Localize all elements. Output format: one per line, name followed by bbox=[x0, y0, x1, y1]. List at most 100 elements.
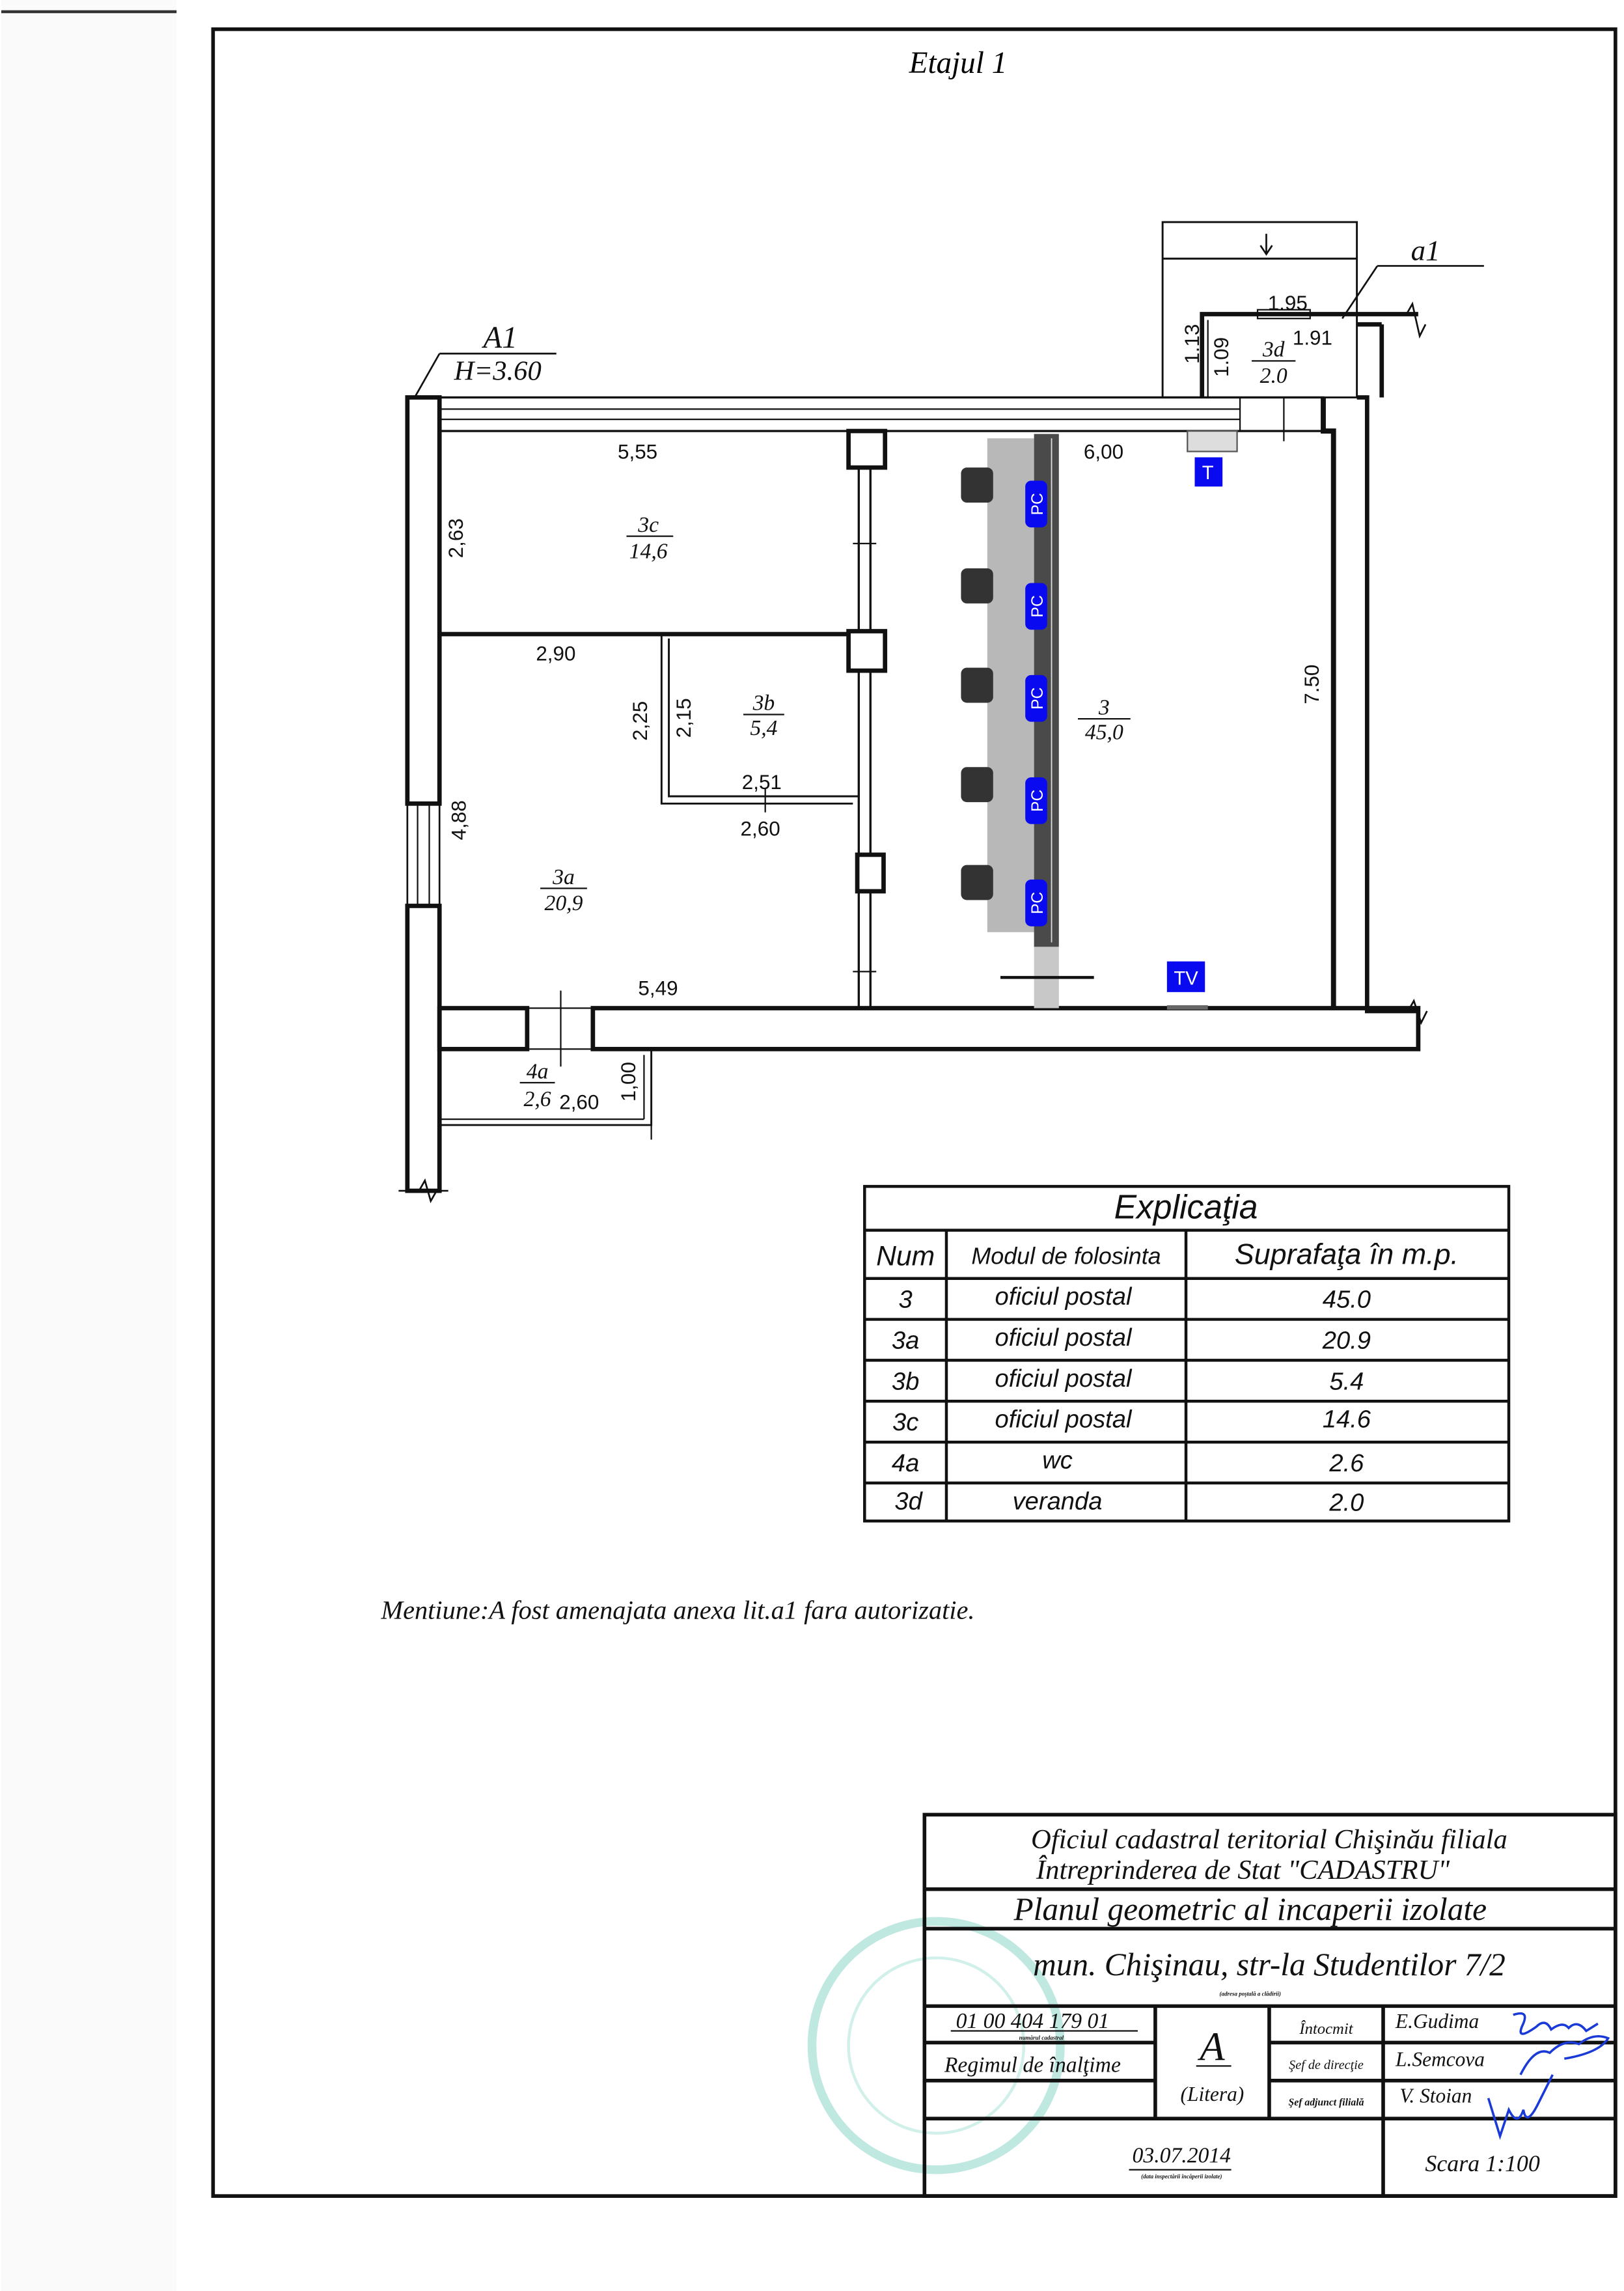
office-line2: Întreprinderea de Stat "CADASTRU" bbox=[1036, 1855, 1450, 1885]
room-num: 3 bbox=[1098, 695, 1110, 719]
name: E.Gudima bbox=[1395, 2010, 1479, 2033]
dim: 5,55 bbox=[618, 441, 657, 464]
dim: 2,60 bbox=[559, 1090, 599, 1113]
dim: 7.50 bbox=[1301, 665, 1323, 704]
room-num: 3a bbox=[552, 865, 575, 889]
dim: 6,00 bbox=[1084, 441, 1123, 464]
cell: 3b bbox=[892, 1367, 919, 1395]
room-num: 4a bbox=[527, 1059, 549, 1083]
wall-left-lower bbox=[405, 904, 442, 1193]
name: L.Semcova bbox=[1395, 2048, 1485, 2070]
cell: 3c bbox=[892, 1408, 918, 1436]
pc-badges: PC PC PC PC PC T TV bbox=[1025, 457, 1223, 992]
room-area: 2.0 bbox=[1260, 364, 1287, 388]
dim: 5,49 bbox=[638, 977, 678, 999]
dim: 2,63 bbox=[445, 518, 467, 558]
chair-icon bbox=[961, 467, 993, 503]
dim: 4,88 bbox=[448, 800, 471, 840]
role: Întocmit bbox=[1299, 2020, 1353, 2038]
cell: 45.0 bbox=[1323, 1286, 1371, 1314]
dim: 2,51 bbox=[742, 771, 782, 794]
dim: 1.13 bbox=[1181, 324, 1204, 364]
column bbox=[855, 852, 886, 894]
date-caption: (data inspectării încăperii izolate) bbox=[1141, 2173, 1222, 2180]
floor-title: Etajul 1 bbox=[909, 46, 1007, 80]
office-line1: Oficiul cadastral teritorial Chişinău fi… bbox=[1031, 1824, 1507, 1855]
cell: 14.6 bbox=[1323, 1406, 1371, 1434]
dim: 1,00 bbox=[617, 1062, 640, 1102]
room-num: 3d bbox=[1262, 338, 1285, 362]
address-caption: (adresa poştală a clădirii) bbox=[1220, 1991, 1281, 1997]
cell: 4a bbox=[892, 1449, 919, 1477]
dim: 2,60 bbox=[741, 818, 780, 840]
dim: 1.91 bbox=[1293, 327, 1332, 350]
tv-badge: TV bbox=[1174, 969, 1198, 990]
pc-badge: PC bbox=[1029, 687, 1047, 710]
dim: 2,25 bbox=[629, 701, 652, 741]
cell: 2.6 bbox=[1328, 1449, 1364, 1477]
cell: oficiul postal bbox=[995, 1324, 1133, 1352]
chair-icon bbox=[961, 667, 993, 703]
letter-caption: (Litera) bbox=[1181, 2083, 1245, 2105]
role: Şef adjunct filială bbox=[1289, 2097, 1364, 2108]
room-area: 45,0 bbox=[1085, 721, 1123, 745]
title-block-text: Oficiul cadastral teritorial Chişinău fi… bbox=[944, 1824, 1540, 2180]
cell: 3 bbox=[899, 1286, 913, 1314]
room-area: 5,4 bbox=[750, 716, 777, 740]
signature-icon bbox=[1513, 2012, 1599, 2035]
chair-icon bbox=[961, 865, 993, 900]
col-header: Modul de folosinta bbox=[971, 1243, 1161, 1269]
plan: A1 H=3.60 a1 bbox=[398, 221, 1484, 1204]
room-num: 3b bbox=[752, 691, 775, 715]
scale: Scara 1:100 bbox=[1425, 2150, 1539, 2176]
height-regime: Regimul de înalţime bbox=[944, 2053, 1121, 2077]
stamp bbox=[807, 1917, 1065, 2174]
tv-icon bbox=[1166, 1005, 1208, 1010]
letter: A bbox=[1197, 2023, 1225, 2069]
dim: 2,90 bbox=[536, 642, 575, 665]
title-block bbox=[922, 1812, 1617, 2198]
cell: oficiul postal bbox=[995, 1283, 1133, 1311]
date: 03.07.2014 bbox=[1133, 2144, 1232, 2168]
building-label: A1 bbox=[482, 321, 517, 355]
col-header: Num bbox=[876, 1241, 935, 1272]
height-label: H=3.60 bbox=[454, 356, 542, 387]
cell: 20.9 bbox=[1322, 1326, 1371, 1354]
role: Şef de direcţie bbox=[1289, 2058, 1364, 2072]
cell: 3a bbox=[892, 1326, 919, 1354]
legend-text: Explicaţia Num Modul de folosinta Supraf… bbox=[876, 1188, 1459, 1517]
note: Mentiune:A fost amenajata anexa lit.a1 f… bbox=[380, 1596, 974, 1625]
signatures bbox=[1487, 2012, 1610, 2140]
terminal-badge: T bbox=[1202, 463, 1214, 484]
cell: oficiul postal bbox=[995, 1365, 1133, 1393]
cell: oficiul postal bbox=[995, 1406, 1133, 1434]
address: mun. Chişinau, str-la Studentilor 7/2 bbox=[1033, 1947, 1506, 1982]
cell: 5.4 bbox=[1329, 1367, 1364, 1395]
cell: 3d bbox=[894, 1487, 923, 1515]
legend-title: Explicaţia bbox=[1114, 1188, 1258, 1226]
room-area: 2,6 bbox=[524, 1087, 551, 1111]
cadastral-number: 01 00 404 179 01 bbox=[956, 2009, 1110, 2033]
chair-icon bbox=[961, 568, 993, 604]
terminal-icon bbox=[1187, 430, 1238, 452]
room-labels: 3c 14,6 3b 5,4 3a 20,9 3 45,0 3d 2.0 4a … bbox=[519, 338, 1296, 1111]
chair-icon bbox=[961, 767, 993, 803]
annex-label: a1 bbox=[1411, 234, 1440, 266]
column bbox=[846, 629, 888, 673]
room-num: 3c bbox=[637, 513, 659, 537]
page-margin bbox=[1, 0, 177, 2291]
pc-badge: PC bbox=[1029, 790, 1047, 812]
veranda-3d bbox=[1161, 221, 1358, 398]
column bbox=[846, 428, 888, 470]
cell: 2.0 bbox=[1328, 1489, 1364, 1517]
legend-table bbox=[863, 1185, 1511, 1523]
window-left bbox=[406, 802, 441, 907]
room-area: 14,6 bbox=[629, 539, 668, 563]
cadastral-caption: numărul cadastral bbox=[1019, 2034, 1064, 2041]
wall-left-upper bbox=[405, 395, 442, 806]
dimensions: 5,55 2,63 2,90 2,25 2,15 2,51 2,60 4,88 … bbox=[445, 292, 1332, 1114]
dim: 1.09 bbox=[1210, 337, 1233, 377]
pc-badge: PC bbox=[1029, 493, 1047, 515]
cell: veranda bbox=[1013, 1487, 1103, 1515]
